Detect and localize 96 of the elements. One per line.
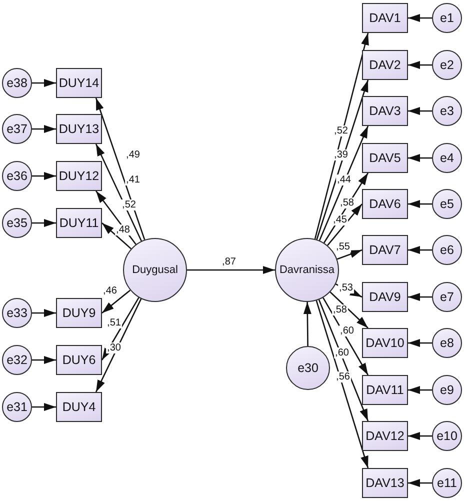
path-arrow bbox=[327, 204, 362, 246]
path-arrow bbox=[323, 172, 369, 244]
error-term-circle: e2 bbox=[432, 50, 462, 80]
path-coefficient: ,44 bbox=[336, 174, 352, 186]
error-term-circle: e9 bbox=[432, 375, 462, 405]
error-term-circle: e3 bbox=[432, 96, 462, 126]
path-coefficient: ,51 bbox=[106, 318, 122, 328]
path-arrow bbox=[32, 172, 56, 180]
observed-variable-box: DAV10 bbox=[362, 328, 408, 358]
path-arrow bbox=[335, 284, 362, 298]
path-arrow bbox=[32, 79, 56, 87]
path-coefficient: ,46 bbox=[102, 286, 118, 296]
path-arrow bbox=[408, 61, 432, 69]
path-arrow bbox=[408, 246, 432, 254]
observed-variable-box: DAV5 bbox=[362, 143, 408, 173]
error-term-circle: e8 bbox=[432, 328, 462, 358]
path-coefficient: ,87 bbox=[221, 256, 237, 268]
path-coefficient: ,39 bbox=[333, 150, 349, 160]
path-arrow bbox=[408, 293, 432, 301]
error-term-circle: e10 bbox=[432, 421, 462, 451]
error-term-circle: e35 bbox=[2, 208, 32, 238]
path-arrow bbox=[318, 299, 369, 422]
path-coefficient: ,53 bbox=[338, 282, 354, 294]
observed-variable-box: DUY12 bbox=[56, 161, 102, 191]
path-arrow bbox=[408, 14, 432, 22]
path-coefficient: ,49 bbox=[125, 150, 141, 160]
error-term-circle: e37 bbox=[2, 114, 32, 144]
path-arrow bbox=[32, 309, 56, 317]
observed-variable-box: DAV13 bbox=[362, 468, 408, 498]
error-term-circle: e4 bbox=[432, 143, 462, 173]
path-coefficient: ,55 bbox=[335, 242, 351, 252]
error-term-circle: e7 bbox=[432, 282, 462, 312]
path-arrow bbox=[316, 80, 369, 240]
path-arrow bbox=[95, 144, 142, 242]
path-arrow bbox=[408, 479, 432, 487]
observed-variable-box: DUY14 bbox=[56, 68, 102, 98]
path-coefficient: ,56 bbox=[335, 372, 351, 382]
path-arrow bbox=[316, 300, 369, 468]
path-arrow bbox=[322, 297, 369, 376]
path-coefficient: ,41 bbox=[125, 174, 141, 186]
error-term-circle: e11 bbox=[432, 468, 462, 498]
path-arrow bbox=[101, 297, 140, 360]
error-term-circle: e31 bbox=[2, 392, 32, 422]
observed-variable-box: DAV6 bbox=[362, 189, 408, 219]
path-coefficient: ,60 bbox=[334, 348, 350, 358]
observed-variable-box: DAV7 bbox=[362, 235, 408, 265]
path-arrow bbox=[314, 32, 369, 240]
path-arrow bbox=[32, 125, 56, 133]
observed-variable-box: DAV3 bbox=[362, 96, 408, 126]
path-arrow bbox=[32, 356, 56, 364]
path-arrow bbox=[187, 266, 275, 274]
path-coefficient: ,45 bbox=[332, 214, 348, 226]
path-coefficient: ,48 bbox=[115, 224, 131, 236]
path-arrow bbox=[318, 126, 369, 241]
path-arrow bbox=[102, 222, 132, 250]
observed-variable-box: DAV9 bbox=[362, 282, 408, 312]
observed-variable-box: DUY13 bbox=[56, 114, 102, 144]
observed-variable-box: DAV12 bbox=[362, 421, 408, 451]
observed-variable-box: DUY9 bbox=[56, 298, 102, 328]
path-coefficient: ,52 bbox=[121, 200, 137, 210]
path-arrow bbox=[95, 98, 146, 240]
observed-variable-box: DUY4 bbox=[56, 392, 102, 422]
path-arrow bbox=[336, 249, 362, 260]
path-coefficient: ,30 bbox=[106, 342, 122, 354]
path-arrow bbox=[408, 339, 432, 347]
path-coefficient: ,58 bbox=[332, 304, 348, 316]
error-term-circle: e6 bbox=[432, 235, 462, 265]
observed-variable-box: DAV1 bbox=[362, 3, 408, 33]
latent-variable-circle: Davranissa bbox=[275, 238, 339, 302]
latent-variable-circle: Duygusal bbox=[123, 238, 187, 302]
path-coefficient: ,58 bbox=[339, 198, 355, 208]
path-arrow bbox=[95, 298, 142, 392]
observed-variable-box: DUY11 bbox=[56, 208, 102, 238]
path-arrow bbox=[408, 200, 432, 208]
path-arrow bbox=[330, 292, 368, 328]
path-coefficient: ,52 bbox=[333, 126, 349, 136]
path-arrow bbox=[102, 290, 131, 314]
error-term-circle: e5 bbox=[432, 189, 462, 219]
path-arrow bbox=[32, 403, 56, 411]
observed-variable-box: DAV2 bbox=[362, 50, 408, 80]
path-arrow bbox=[408, 154, 432, 162]
path-arrow bbox=[95, 190, 136, 245]
path-arrow bbox=[32, 219, 56, 227]
path-arrow bbox=[408, 432, 432, 440]
error-term-circle: e33 bbox=[2, 298, 32, 328]
path-coefficient: ,60 bbox=[339, 326, 355, 336]
path-arrow bbox=[408, 386, 432, 394]
error-term-circle: e32 bbox=[2, 345, 32, 375]
error-term-circle: e38 bbox=[2, 68, 32, 98]
path-arrow bbox=[303, 302, 312, 346]
path-arrow bbox=[408, 107, 432, 115]
observed-variable-box: DAV11 bbox=[362, 375, 408, 405]
error-term-circle: e1 bbox=[432, 3, 462, 33]
error-term-circle: e30 bbox=[286, 346, 330, 390]
observed-variable-box: DUY6 bbox=[56, 345, 102, 375]
error-term-circle: e36 bbox=[2, 161, 32, 191]
